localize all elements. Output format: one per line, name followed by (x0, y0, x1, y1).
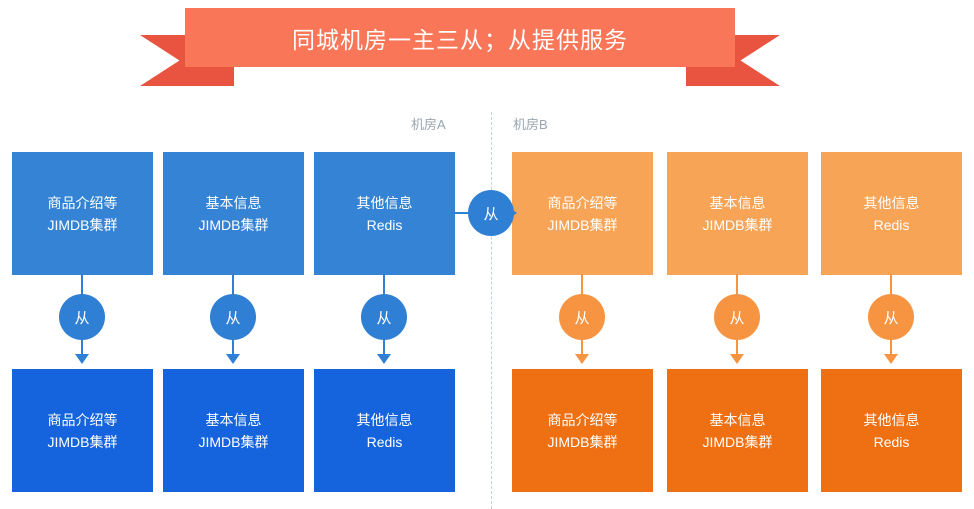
node-label-line2: JIMDB集群 (547, 433, 618, 450)
node-label-line2: JIMDB集群 (547, 216, 618, 233)
node-zone-b-bottom-2[interactable]: 其他信息 Redis (821, 369, 962, 492)
node-zone-a-top-1[interactable]: 基本信息 JIMDB集群 (163, 152, 304, 275)
arrow-head-icon (75, 354, 89, 364)
page-title: 同城机房一主三从；从提供服务 (292, 26, 628, 53)
node-label-line1: 其他信息 (863, 411, 920, 428)
replica-badge-cross: 从 (468, 190, 514, 236)
node-zone-a-bottom-0[interactable]: 商品介绍等 JIMDB集群 (12, 369, 153, 492)
node-zone-b-top-2[interactable]: 其他信息 Redis (821, 152, 962, 275)
node-label-line2: JIMDB集群 (47, 216, 118, 233)
node-label-line2: JIMDB集群 (702, 216, 773, 233)
node-label-line1: 基本信息 (205, 194, 262, 211)
node-label-line2: Redis (873, 433, 910, 450)
arrow-head-icon (575, 354, 589, 364)
node-label-line1: 商品介绍等 (547, 194, 618, 211)
arrow-head-icon (226, 354, 240, 364)
node-label-line2: Redis (366, 433, 403, 450)
connector-zone-a-1: 从 (210, 274, 256, 366)
node-label-line2: JIMDB集群 (702, 433, 773, 450)
node-zone-b-top-0[interactable]: 商品介绍等 JIMDB集群 (512, 152, 653, 275)
connector-zone-b-1: 从 (714, 274, 760, 366)
connector-zone-b-2: 从 (868, 274, 914, 366)
node-label-line1: 基本信息 (709, 194, 766, 211)
node-zone-b-bottom-0[interactable]: 商品介绍等 JIMDB集群 (512, 369, 653, 492)
arrow-head-icon (507, 206, 517, 220)
node-label-line1: 其他信息 (863, 194, 920, 211)
connector-zone-b-0: 从 (559, 274, 605, 366)
cross-zone-connector: 从 (452, 190, 520, 236)
node-zone-a-bottom-2[interactable]: 其他信息 Redis (314, 369, 455, 492)
node-label-line1: 商品介绍等 (547, 411, 618, 428)
node-label-line2: JIMDB集群 (47, 433, 118, 450)
replica-badge: 从 (361, 294, 407, 340)
connector-line (452, 212, 474, 214)
connector-zone-a-0: 从 (59, 274, 105, 366)
ribbon-band: 同城机房一主三从；从提供服务 (185, 8, 735, 67)
node-label-line2: Redis (873, 216, 910, 233)
node-label-line1: 其他信息 (356, 194, 413, 211)
node-label-line1: 基本信息 (205, 411, 262, 428)
replica-badge: 从 (59, 294, 105, 340)
arrow-head-icon (730, 354, 744, 364)
node-zone-a-bottom-1[interactable]: 基本信息 JIMDB集群 (163, 369, 304, 492)
node-label-line2: JIMDB集群 (198, 433, 269, 450)
node-label-line1: 其他信息 (356, 411, 413, 428)
zone-label-b: 机房B (513, 117, 548, 132)
node-zone-a-top-2[interactable]: 其他信息 Redis (314, 152, 455, 275)
arrow-head-icon (377, 354, 391, 364)
zone-divider (491, 112, 492, 509)
node-label-line1: 商品介绍等 (47, 411, 118, 428)
connector-zone-a-2: 从 (361, 274, 407, 366)
node-label-line2: JIMDB集群 (198, 216, 269, 233)
replica-badge: 从 (210, 294, 256, 340)
node-label-line2: Redis (366, 216, 403, 233)
replica-badge: 从 (714, 294, 760, 340)
node-zone-a-top-0[interactable]: 商品介绍等 JIMDB集群 (12, 152, 153, 275)
node-zone-b-top-1[interactable]: 基本信息 JIMDB集群 (667, 152, 808, 275)
zone-label-a: 机房A (411, 117, 446, 132)
title-ribbon: 同城机房一主三从；从提供服务 (140, 6, 780, 88)
replica-badge: 从 (868, 294, 914, 340)
node-label-line1: 商品介绍等 (47, 194, 118, 211)
node-zone-b-bottom-1[interactable]: 基本信息 JIMDB集群 (667, 369, 808, 492)
replica-badge: 从 (559, 294, 605, 340)
arrow-head-icon (884, 354, 898, 364)
node-label-line1: 基本信息 (709, 411, 766, 428)
